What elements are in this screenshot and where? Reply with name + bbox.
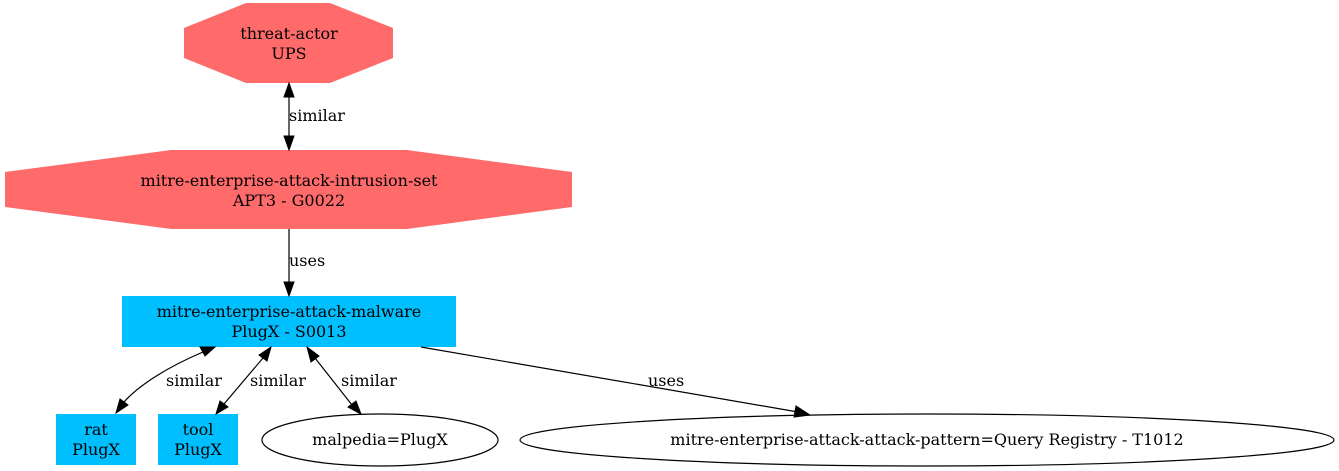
edge-label: uses — [648, 371, 684, 390]
edge-threat-actor-intrusion-set: similar — [283, 81, 345, 152]
edge-line — [223, 357, 264, 405]
rat-box — [56, 414, 136, 465]
arrowhead-icon — [199, 346, 217, 357]
tool-box — [158, 414, 238, 465]
node-attack-pattern[interactable]: mitre-enterprise-attack-attack-pattern=Q… — [519, 413, 1335, 467]
edge-line — [314, 357, 353, 406]
rat-name: PlugX — [72, 440, 120, 459]
edge-label: similar — [166, 371, 222, 390]
arrowhead-icon — [793, 405, 812, 418]
node-tool[interactable]: tool PlugX — [158, 414, 238, 465]
edge-malware-rat: similar — [115, 346, 222, 415]
attack-pattern-ellipse — [519, 413, 1335, 467]
intrusion-set-type: mitre-enterprise-attack-intrusion-set — [141, 171, 439, 190]
edge-line — [123, 351, 204, 403]
tool-name: PlugX — [174, 440, 222, 459]
node-rat[interactable]: rat PlugX — [56, 414, 136, 465]
edge-line — [420, 346, 799, 413]
threat-actor-octagon — [184, 3, 393, 83]
edge-label: uses — [289, 251, 325, 270]
node-malware[interactable]: mitre-enterprise-attack-malware PlugX - … — [122, 296, 456, 347]
malware-type: mitre-enterprise-attack-malware — [157, 302, 422, 321]
arrowhead-icon — [283, 135, 295, 152]
node-threat-actor[interactable]: threat-actor UPS — [184, 3, 393, 83]
edge-malware-tool: similar — [215, 345, 306, 416]
arrowhead-icon — [283, 81, 295, 98]
threat-actor-type: threat-actor — [240, 24, 338, 43]
arrowhead-icon — [306, 345, 320, 363]
arrowhead-icon — [283, 281, 295, 298]
node-intrusion-set[interactable]: mitre-enterprise-attack-intrusion-set AP… — [5, 150, 572, 229]
attack-pattern-label: mitre-enterprise-attack-attack-pattern=Q… — [670, 430, 1183, 449]
arrowhead-icon — [215, 400, 229, 416]
arrowhead-icon — [347, 400, 362, 416]
malpedia-label: malpedia=PlugX — [312, 430, 448, 449]
malpedia-ellipse — [261, 413, 499, 467]
arrowhead-icon — [115, 398, 129, 415]
edge-label: similar — [289, 106, 345, 125]
edge-malware-attack-pattern: uses — [420, 346, 812, 418]
edge-malware-malpedia: similar — [306, 345, 397, 416]
threat-actor-name: UPS — [271, 44, 306, 63]
arrowhead-icon — [258, 345, 272, 362]
intrusion-set-name: APT3 - G0022 — [232, 191, 345, 210]
edge-label: similar — [341, 371, 397, 390]
tool-type: tool — [183, 420, 214, 439]
intrusion-set-octagon — [5, 150, 572, 229]
rat-type: rat — [84, 420, 108, 439]
edge-intrusion-set-malware: uses — [283, 229, 325, 298]
edge-label: similar — [250, 371, 306, 390]
node-malpedia[interactable]: malpedia=PlugX — [261, 413, 499, 467]
malware-box — [122, 296, 456, 347]
malware-name: PlugX - S0013 — [231, 322, 346, 341]
